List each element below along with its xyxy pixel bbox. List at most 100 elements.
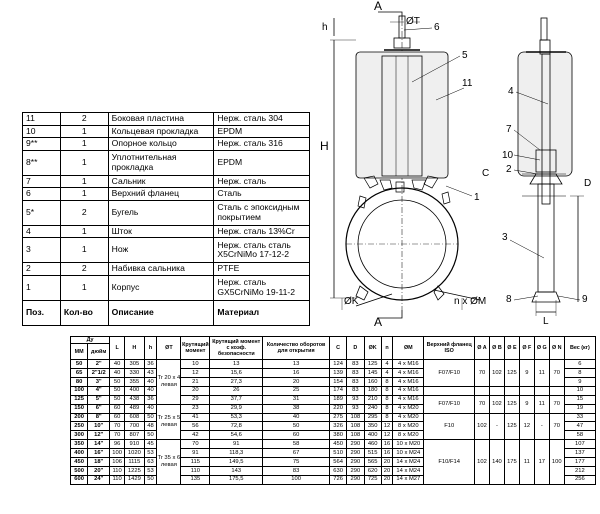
cell-thread: Tr 35 x 6 левая — [156, 439, 182, 485]
cell-h: 40 — [143, 403, 158, 414]
cell-K: 160 — [363, 376, 382, 387]
cell-flange-B: 102 — [488, 359, 505, 387]
cell-flange-iso: F07/F10 — [423, 394, 476, 414]
cell-C: 174 — [328, 385, 348, 396]
cell-thread: Tr 20 x 4 левая — [156, 359, 182, 405]
cell-D: 108 — [346, 421, 365, 432]
cell-n: 8 — [380, 394, 394, 405]
cell-M: 4 x M16 — [392, 394, 425, 405]
callout-8: 8 — [506, 294, 512, 305]
cell-L: 50 — [109, 385, 126, 396]
hdr-weight: Вес (кг) — [563, 335, 597, 361]
cell-inch: 20" — [87, 465, 111, 476]
cell-t2: 175,5 — [209, 474, 264, 485]
cell-h: 53 — [143, 465, 158, 476]
parts-desc: Уплотнительная прокладка — [107, 149, 215, 176]
cell-n: 12 — [380, 430, 394, 441]
cell-D: 108 — [346, 430, 365, 441]
cell-M: 10 x M20 — [392, 439, 425, 450]
parts-qty: 1 — [59, 137, 109, 151]
cell-h: 36 — [143, 359, 158, 370]
cell-M: 4 x M16 — [392, 376, 425, 387]
hdr-N: Ø N — [548, 335, 565, 361]
cell-flange-B: 140 — [488, 439, 505, 485]
hdr-T: ØT — [156, 335, 182, 361]
cell-L: 70 — [109, 421, 126, 432]
dim-K-label: ØK — [344, 296, 359, 307]
section-line-top — [378, 11, 403, 20]
cell-h: 40 — [143, 376, 158, 387]
parts-desc: Опорное кольцо — [107, 137, 215, 151]
hdr-turns: Количество оборотов для открытия — [262, 335, 330, 361]
cell-turns: 13 — [262, 359, 330, 370]
cell-n: 8 — [380, 376, 394, 387]
cell-weight: 107 — [563, 439, 597, 450]
parts-qty: 1 — [59, 237, 109, 263]
cell-L: 106 — [109, 457, 126, 467]
parts-qty: 1 — [59, 149, 109, 176]
cell-inch: 2"1/2 — [87, 368, 111, 378]
cell-flange-G: - — [533, 412, 550, 441]
cell-turns: 100 — [262, 474, 330, 485]
cell-h: 43 — [143, 368, 158, 378]
cell-flange-empty — [518, 385, 535, 396]
section-line-bottom — [378, 310, 403, 319]
cell-flange-empty — [488, 385, 505, 396]
cell-M: 4 x M16 — [392, 385, 425, 396]
cell-weight: 47 — [563, 421, 597, 432]
cell-turns: 38 — [262, 403, 330, 414]
cell-L: 110 — [109, 465, 126, 476]
cell-H: 1115 — [124, 457, 145, 467]
cell-C: 154 — [328, 376, 348, 387]
cell-h: 63 — [143, 457, 158, 467]
cell-t1: 12 — [180, 368, 211, 378]
cell-h: 50 — [143, 430, 158, 441]
parts-qty: 2 — [59, 112, 109, 126]
cell-H: 807 — [124, 430, 145, 441]
cell-flange-empty — [533, 385, 550, 396]
cell-C: 124 — [328, 359, 348, 370]
cell-n: 20 — [380, 457, 394, 467]
cell-C: 275 — [328, 412, 348, 423]
cell-flange-G: 11 — [533, 359, 550, 387]
hdr-torque-safety: Крутящий момент с коэф. безопасности — [209, 335, 264, 361]
side-body — [537, 183, 555, 293]
cell-flange-E: 125 — [503, 412, 520, 441]
cell-K: 125 — [363, 359, 382, 370]
cell-mm: 250 — [69, 421, 89, 432]
cell-H: 1020 — [124, 448, 145, 458]
dim-H-label: H — [320, 139, 329, 153]
cell-t1: 135 — [180, 474, 211, 485]
cell-K: 240 — [363, 403, 382, 414]
cell-H: 608 — [124, 412, 145, 423]
cell-L: 60 — [109, 403, 126, 414]
cell-H: 1429 — [124, 474, 145, 485]
cell-t1: 56 — [180, 421, 211, 432]
hdr-iso: Верхний фланец ISO — [423, 335, 476, 361]
yoke-inner — [381, 55, 423, 177]
dim-D-label: D — [584, 178, 591, 189]
cell-t1: 70 — [180, 439, 211, 450]
parts-mat: EPDM — [213, 149, 310, 176]
cell-flange-G: 11 — [533, 394, 550, 414]
cell-mm: 350 — [69, 439, 89, 450]
parts-mat: PTFE — [213, 262, 310, 276]
cell-C: 326 — [328, 421, 348, 432]
parts-mat: Нерж. сталь сталь X5CrNiMo 17-12-2 — [213, 237, 310, 263]
cell-weight: 33 — [563, 412, 597, 423]
hdr-H: H — [124, 335, 145, 361]
cell-L: 96 — [109, 439, 126, 450]
parts-pos: 10 — [22, 124, 61, 138]
cell-flange-empty — [503, 385, 520, 396]
cell-L: 100 — [109, 448, 126, 458]
cell-turns: 60 — [262, 430, 330, 441]
cell-C: 220 — [328, 403, 348, 414]
